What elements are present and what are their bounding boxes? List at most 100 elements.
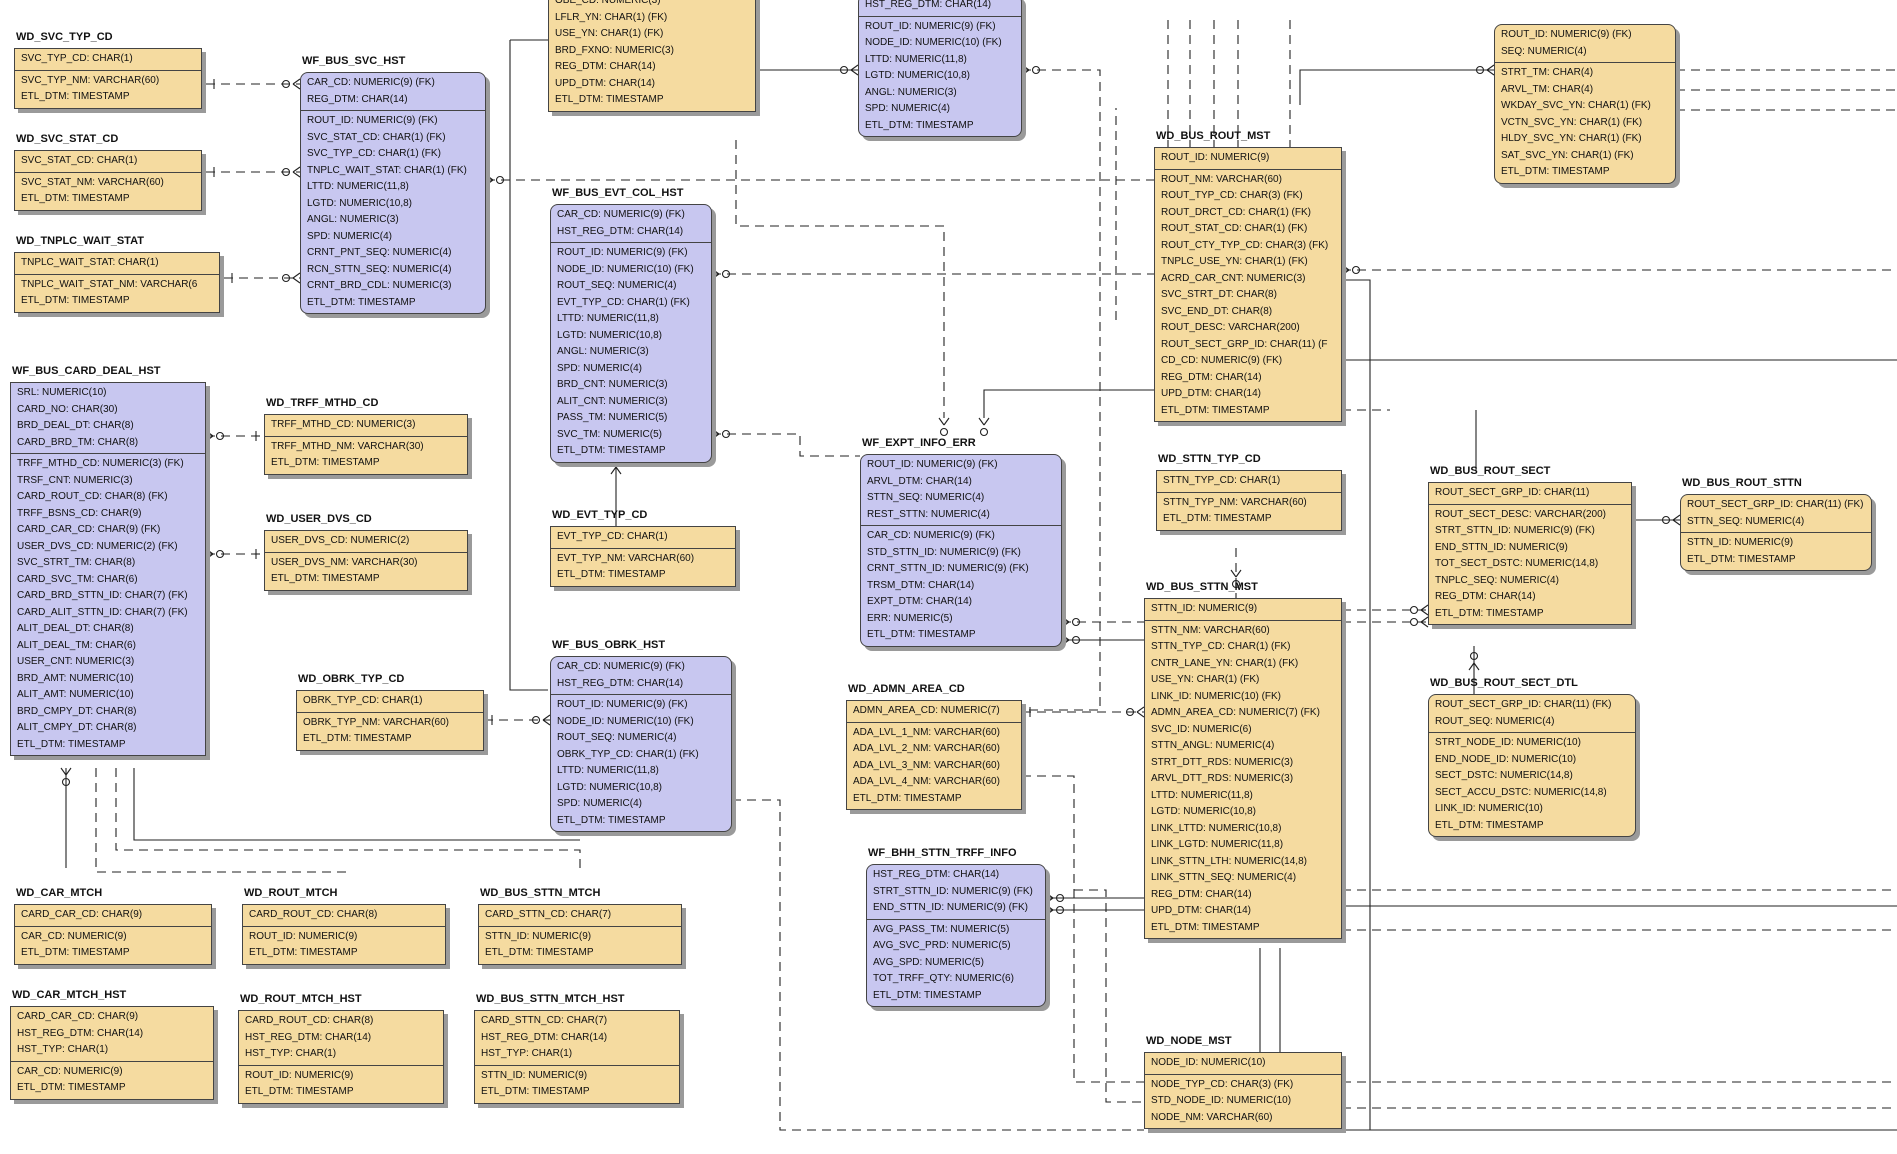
pk-attribute: STTN_SEQ: NUMERIC(4) <box>1687 515 1805 527</box>
pk-attribute: USE_YN: CHAR(1) (FK) <box>555 28 664 39</box>
attribute: LTTD: NUMERIC(11,8) <box>557 313 659 324</box>
entity-name: WF_BUS_OBRK_HST <box>552 639 666 651</box>
relationship-line <box>983 389 1154 418</box>
entity-name: WD_NODE_MST <box>1146 1035 1232 1047</box>
cardinality-marker <box>978 417 990 437</box>
entity-wd-trff-mthd-cd[interactable]: WD_TRFF_MTHD_CD TRFF_MTHD_CD: NUMERIC(3)… <box>264 397 468 475</box>
entity-wf-bus-obrk-hst[interactable]: WF_BUS_OBRK_HST CAR_CD: NUMERIC(9) (FK)H… <box>550 639 732 832</box>
pk-attribute: CARD_BRD_TM: CHAR(8) <box>17 436 139 448</box>
cardinality-marker <box>1475 64 1495 76</box>
entity-wd-rout-mtch[interactable]: WD_ROUT_MTCH CARD_ROUT_CD: CHAR(8)ROUT_I… <box>242 887 446 965</box>
attribute: UPD_DTM: CHAR(14) <box>1151 905 1252 916</box>
attribute: SVC_TYP_CD: CHAR(1) (FK) <box>307 148 441 159</box>
entity-name: WD_BUS_ROUT_SECT_DTL <box>1430 677 1578 689</box>
entity-wd-bus-rout-sttn[interactable]: WD_BUS_ROUT_STTN ROUT_SECT_GRP_ID: CHAR(… <box>1680 477 1872 571</box>
entity-wf-bus-svc-hst[interactable]: WF_BUS_SVC_HST CAR_CD: NUMERIC(9) (FK)RE… <box>300 55 486 314</box>
entity-wd-sttn-typ-cd[interactable]: WD_STTN_TYP_CD STTN_TYP_CD: CHAR(1)STTN_… <box>1156 453 1342 531</box>
pk-attribute: STTN_TYP_CD: CHAR(1) <box>1163 475 1281 486</box>
entity-name: WD_CAR_MTCH_HST <box>12 989 127 1001</box>
attr-section: CAR_CD: NUMERIC(9)ETL_DTM: TIMESTAMP <box>15 927 211 964</box>
pk-attribute: CAR_CD: NUMERIC(9) (FK) <box>307 77 435 88</box>
attribute: LINK_LTTD: NUMERIC(10,8) <box>1151 822 1282 834</box>
cardinality-marker <box>60 767 72 787</box>
attribute: NODE_TYP_CD: CHAR(3) (FK) <box>1151 1078 1294 1090</box>
entity-wd-bus-rout-mst[interactable]: WD_BUS_ROUT_MST ROUT_ID: NUMERIC(9)ROUT_… <box>1154 130 1342 422</box>
entity-wd-obrk-typ-cd[interactable]: WD_OBRK_TYP_CD OBRK_TYP_CD: CHAR(1)OBRK_… <box>296 673 484 751</box>
pk-attribute: EVT_TYP_CD: CHAR(1) <box>557 531 668 542</box>
entity-wd-bus-sttn-mst[interactable]: WD_BUS_STTN_MST STTN_ID: NUMERIC(9)STTN_… <box>1144 581 1342 939</box>
pk-section: ROUT_SECT_GRP_ID: CHAR(11) (FK)STTN_SEQ:… <box>1681 495 1871 533</box>
attribute: REG_DTM: CHAR(14) <box>1435 591 1536 602</box>
entity-wd-evt-typ-cd[interactable]: WD_EVT_TYP_CD EVT_TYP_CD: CHAR(1)EVT_TYP… <box>550 509 736 587</box>
entity-name: WD_CAR_MTCH <box>16 887 103 899</box>
attribute: ROUT_SEQ: NUMERIC(4) <box>557 280 677 291</box>
pk-section: CAR_CD: NUMERIC(9) (FK)HST_REG_DTM: CHAR… <box>551 657 731 695</box>
attribute: USER_CNT: NUMERIC(3) <box>17 656 135 667</box>
entity-wd-bus-sttn-mtch[interactable]: WD_BUS_STTN_MTCH CARD_STTN_CD: CHAR(7)ST… <box>478 887 682 965</box>
entity-wd-user-dvs-cd[interactable]: WD_USER_DVS_CD USER_DVS_CD: NUMERIC(2)US… <box>264 513 468 591</box>
entity-wf-bus-evt-col-hst[interactable]: WF_BUS_EVT_COL_HST CAR_CD: NUMERIC(9) (F… <box>550 187 712 463</box>
cardinality-marker <box>281 78 301 90</box>
entity-top-right[interactable]: HST_REG_DTM: CHAR(14)ROUT_ID: NUMERIC(9)… <box>858 0 1022 137</box>
attribute: PASS_TM: NUMERIC(5) <box>557 412 668 423</box>
entity-wd-bus-rout-sect-dtl[interactable]: WD_BUS_ROUT_SECT_DTL ROUT_SECT_GRP_ID: C… <box>1428 677 1636 837</box>
pk-section: NODE_ID: NUMERIC(10) <box>1145 1053 1341 1075</box>
entity-top-far-right[interactable]: ROUT_ID: NUMERIC(9) (FK)SEQ: NUMERIC(4)S… <box>1494 24 1676 184</box>
entity-wf-expt-info-err[interactable]: WF_EXPT_INFO_ERR ROUT_ID: NUMERIC(9) (FK… <box>860 437 1062 647</box>
attribute: BRD_AMT: NUMERIC(10) <box>17 672 134 684</box>
attribute: ETL_DTM: TIMESTAMP <box>271 573 380 584</box>
pk-attribute: SEQ: NUMERIC(4) <box>1501 45 1587 57</box>
entity-wd-car-mtch[interactable]: WD_CAR_MTCH CARD_CAR_CD: CHAR(9)CAR_CD: … <box>14 887 212 965</box>
attribute: ALIT_AMT: NUMERIC(10) <box>17 689 134 700</box>
attribute: ETL_DTM: TIMESTAMP <box>17 1082 126 1093</box>
entity-top-center[interactable]: OBE_CD: NUMERIC(3)LFLR_YN: CHAR(1) (FK)U… <box>548 0 756 112</box>
entity-wf-bhh-sttn-trff-info[interactable]: WF_BHH_STTN_TRFF_INFO HST_REG_DTM: CHAR(… <box>866 847 1046 1007</box>
pk-attribute: BRD_FXNO: NUMERIC(3) <box>555 44 674 56</box>
entity-name: WD_BUS_STTN_MST <box>1146 581 1258 593</box>
pk-section: STTN_TYP_CD: CHAR(1) <box>1157 471 1341 493</box>
attribute: ETL_DTM: TIMESTAMP <box>1435 607 1544 619</box>
pk-attribute: HST_TYP: CHAR(1) <box>245 1048 337 1059</box>
entity-wd-tnplc-wait-stat[interactable]: WD_TNPLC_WAIT_STAT TNPLC_WAIT_STAT: CHAR… <box>14 235 220 313</box>
entity-wd-admn-area-cd[interactable]: WD_ADMN_AREA_CD ADMN_AREA_CD: NUMERIC(7)… <box>846 683 1022 810</box>
pk-section: SVC_STAT_CD: CHAR(1) <box>15 151 201 173</box>
cardinality-marker <box>281 166 301 178</box>
attribute: STD_NODE_ID: NUMERIC(10) <box>1151 1095 1292 1106</box>
attr-section: STTN_TYP_NM: VARCHAR(60)ETL_DTM: TIMESTA… <box>1157 493 1341 530</box>
entity-name: WD_EVT_TYP_CD <box>552 509 648 521</box>
relationship-line <box>133 768 580 841</box>
entity-wd-svc-typ-cd[interactable]: WD_SVC_TYP_CD SVC_TYP_CD: CHAR(1)SVC_TYP… <box>14 31 202 109</box>
pk-attribute: LFLR_YN: CHAR(1) (FK) <box>555 11 668 23</box>
attribute: ETL_DTM: TIMESTAMP <box>485 947 594 958</box>
entity-wd-car-mtch-hst[interactable]: WD_CAR_MTCH_HST CARD_CAR_CD: CHAR(9)HST_… <box>10 989 214 1100</box>
attribute: ETL_DTM: TIMESTAMP <box>249 947 358 958</box>
entity-name: WD_SVC_STAT_CD <box>16 133 119 145</box>
entity-wf-bus-card-deal-hst[interactable]: WF_BUS_CARD_DEAL_HST SRL: NUMERIC(10)CAR… <box>10 365 206 756</box>
entity-wd-svc-stat-cd[interactable]: WD_SVC_STAT_CD SVC_STAT_CD: CHAR(1)SVC_S… <box>14 133 202 211</box>
attribute: ETL_DTM: TIMESTAMP <box>1501 166 1610 177</box>
entity-wd-bus-rout-sect[interactable]: WD_BUS_ROUT_SECT ROUT_SECT_GRP_ID: CHAR(… <box>1428 465 1632 625</box>
attribute: ETL_DTM: TIMESTAMP <box>1687 553 1796 565</box>
pk-section: EVT_TYP_CD: CHAR(1) <box>551 527 735 549</box>
entity-wd-rout-mtch-hst[interactable]: WD_ROUT_MTCH_HST CARD_ROUT_CD: CHAR(8)HS… <box>238 993 444 1104</box>
attribute: ACRD_CAR_CNT: NUMERIC(3) <box>1161 272 1306 284</box>
pk-section: CAR_CD: NUMERIC(9) (FK)REG_DTM: CHAR(14) <box>301 73 485 111</box>
attr-section: ROUT_ID: NUMERIC(9)ETL_DTM: TIMESTAMP <box>243 927 445 964</box>
entity-name: WF_BUS_SVC_HST <box>302 55 406 67</box>
attribute: STRT_NODE_ID: NUMERIC(10) <box>1435 737 1581 748</box>
attribute: ADMN_AREA_CD: NUMERIC(7) (FK) <box>1151 707 1320 718</box>
attribute: LTTD: NUMERIC(11,8) <box>307 181 409 192</box>
attribute: ERR: NUMERIC(5) <box>867 612 953 624</box>
cardinality-marker <box>1409 616 1429 628</box>
pk-attribute: ROUT_ID: NUMERIC(9) <box>1161 152 1270 163</box>
entity-name: WD_BUS_ROUT_MST <box>1156 130 1271 142</box>
cardinality-marker <box>1021 64 1041 76</box>
entity-wd-node-mst[interactable]: WD_NODE_MST NODE_ID: NUMERIC(10) NODE_TYP… <box>1144 1035 1342 1129</box>
attribute: LGTD: NUMERIC(10,8) <box>1151 806 1257 817</box>
entity-wd-bus-sttn-mtch-hst[interactable]: WD_BUS_STTN_MTCH_HST CARD_STTN_CD: CHAR(… <box>474 993 680 1104</box>
entity-name: WD_ROUT_MTCH_HST <box>240 993 362 1005</box>
attr-section: STTN_NM: VARCHAR(60)STTN_TYP_CD: CHAR(1)… <box>1145 621 1341 939</box>
attribute: ADA_LVL_4_NM: VARCHAR(60) <box>853 776 1000 787</box>
attribute: ETL_DTM: TIMESTAMP <box>557 445 666 456</box>
attr-section: ROUT_SECT_DESC: VARCHAR(200)STRT_STTN_ID… <box>1429 505 1631 625</box>
